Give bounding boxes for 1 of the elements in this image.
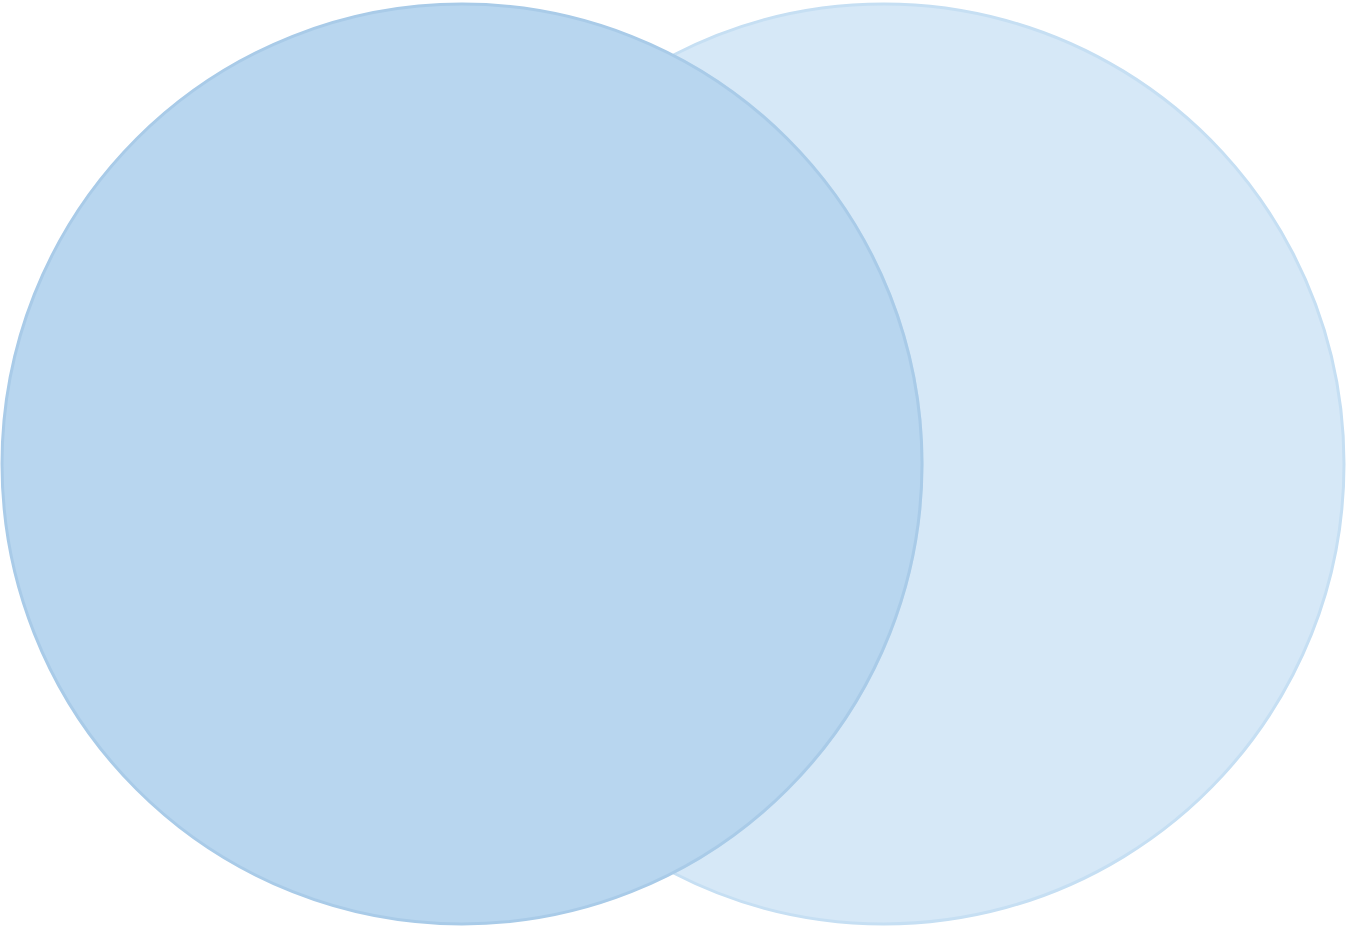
venn-circle [0,2,924,926]
